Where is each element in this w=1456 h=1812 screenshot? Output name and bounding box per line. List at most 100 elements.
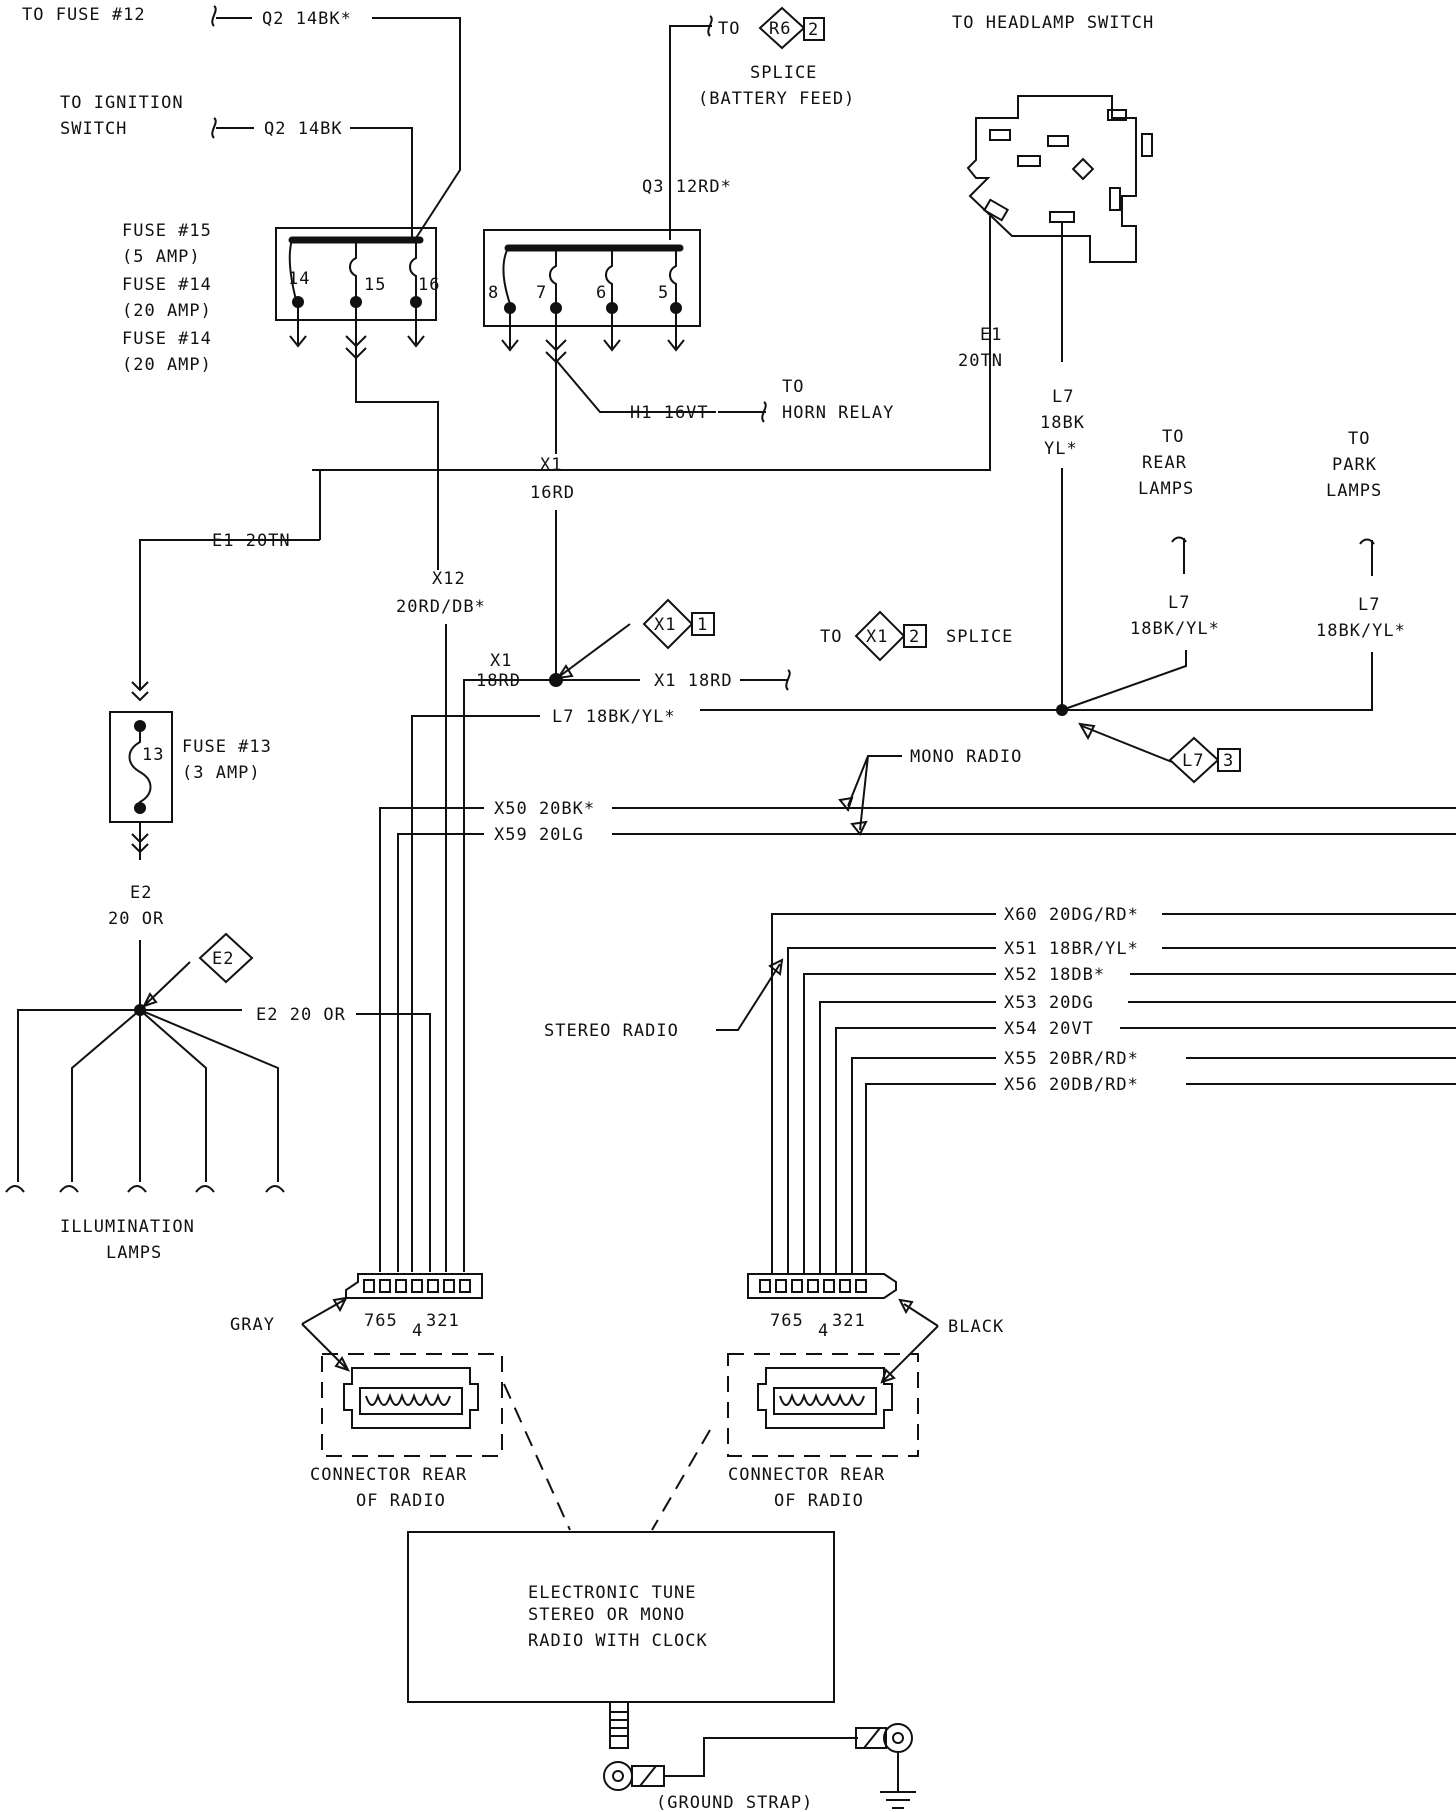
wire-x59 (397, 833, 1456, 1272)
connector-arrow-horn (718, 401, 767, 423)
connector-gray-body (345, 1273, 483, 1299)
crimp-mark (639, 1765, 657, 1787)
arrow-head (1078, 722, 1096, 741)
arrow-head (880, 1298, 914, 1384)
to-splice-label: TO (718, 19, 740, 39)
fuse-15-amp-label: (5 AMP) (122, 247, 201, 267)
to-x1-to-label: TO (820, 627, 842, 647)
l7-18bk-yl-rear-label: 18BK/YL* (1130, 619, 1220, 639)
connector-cavity (823, 1279, 835, 1293)
connector-gray-dashed-frame (321, 1353, 503, 1457)
fuse-element-15 (349, 240, 357, 302)
of-radio-label-gray: OF RADIO (356, 1491, 446, 1511)
to-x1-splice-label: SPLICE (946, 627, 1013, 647)
fuse-element-6 (605, 248, 613, 308)
wire-battery-feed (669, 15, 713, 210)
fuse-14a-label: FUSE #14 (122, 275, 212, 295)
splice-r6-pin: 2 (808, 20, 819, 40)
wire-x55 (851, 1057, 1456, 1274)
pins-765-gray: 765 (364, 1311, 398, 1331)
wire-e1-to-fuse13 (139, 539, 320, 690)
bus-link-8 (502, 247, 511, 305)
cavity-14: 14 (288, 269, 310, 289)
mono-radio-label: MONO RADIO (910, 747, 1022, 767)
switch-terminal (1141, 133, 1153, 157)
l7-park-label: L7 (1358, 595, 1380, 615)
ground-strap-eyelet-right-hole (892, 1732, 904, 1744)
ground-symbol (880, 1752, 916, 1809)
connector-black: 765 4 321 BLACK CONNECTOR REAR OF RADIO (727, 1273, 1003, 1511)
headlamp-switch (320, 95, 1153, 471)
wire-x52 (803, 973, 1456, 1274)
crimp-mark (863, 1727, 881, 1749)
ignition-switch-label: SWITCH (60, 119, 127, 139)
fuse13-number: 13 (142, 745, 164, 765)
ground-stud (609, 1701, 629, 1749)
ground-strap-eyelet-left-hole (612, 1770, 624, 1782)
fuse-element-7 (549, 248, 557, 308)
connector-arrow-fuse12 (211, 5, 252, 27)
wire-x56 (865, 1083, 1456, 1274)
connector-arrow-park (1359, 538, 1375, 576)
pins-321-gray: 321 (426, 1311, 460, 1331)
stereo-radio-label: STEREO RADIO (544, 1021, 679, 1041)
cavity-6: 6 (596, 283, 607, 303)
battery-feed-label: (BATTERY FEED) (698, 89, 855, 109)
connector-gray-housing (343, 1367, 479, 1429)
switch-terminal (1017, 155, 1041, 167)
pin-4-black: 4 (818, 1321, 829, 1341)
connector-cavity (775, 1279, 787, 1293)
to-rear-label: TO (1162, 427, 1184, 447)
radio-unit: ELECTRONIC TUNE STEREO OR MONO RADIO WIT… (407, 1383, 916, 1812)
x12-wire-label: X12 (432, 569, 466, 589)
splice-r6-id: R6 (769, 19, 791, 39)
x12-20rd-db-label: 20RD/DB* (396, 597, 486, 617)
wire-e1-join (312, 469, 321, 540)
wire-e1-20tn (320, 216, 991, 471)
switch-terminal (1049, 211, 1075, 223)
stereo-wiring: X60 20DG/RD* X51 18BR/YL* X52 18DB* X53 … (544, 905, 1456, 1274)
connector-cavity (791, 1279, 803, 1293)
e1-20tn-label: 20TN (958, 351, 1003, 371)
horn-relay-label: HORN RELAY (782, 403, 894, 423)
cavity-7: 7 (536, 283, 547, 303)
to-ignition-label: TO IGNITION (60, 93, 184, 113)
e2-20-or-label: 20 OR (108, 909, 164, 929)
to-x1-pin: 2 (909, 627, 920, 647)
switch-terminal (1047, 135, 1069, 147)
switch-terminal (1071, 157, 1095, 181)
radio-label-line2: STEREO OR MONO (528, 1605, 685, 1625)
wire-x60 (771, 913, 1456, 1274)
x53-label: X53 20DG (1004, 993, 1094, 1013)
x55-label: X55 20BR/RD* (1004, 1049, 1139, 1069)
x52-label: X52 18DB* (1004, 965, 1105, 985)
e2-wire-label: E2 (130, 883, 152, 903)
wire-l7-to-connector (411, 715, 540, 1272)
wire-h1-16vt (555, 359, 716, 413)
wire-x50 (379, 807, 1456, 1272)
connector-cavity (839, 1279, 851, 1293)
l7-18bk-yl-park-label: 18BK/YL* (1316, 621, 1406, 641)
e1-wire-label: E1 (980, 325, 1002, 345)
wire-e2-horizontal (140, 1009, 431, 1272)
gray-label: GRAY (230, 1315, 275, 1335)
ground-stud-threads (610, 1711, 628, 1737)
connector-cavity (759, 1279, 771, 1293)
wire-q2-ignition (350, 127, 413, 238)
connector-rear-label-black: CONNECTOR REAR (728, 1465, 885, 1485)
illumination-lamps-label: LAMPS (106, 1243, 162, 1263)
wire-l7-park (1062, 652, 1373, 711)
radio-dashed-links (503, 1383, 711, 1531)
l7-18bk-yl-label: L7 18BK/YL* (552, 707, 676, 727)
to-horn-label: TO (782, 377, 804, 397)
fuse13-amp-label: (3 AMP) (182, 763, 261, 783)
x1-18rd-label: X1 18RD (654, 671, 733, 691)
x50-label: X50 20BK* (494, 799, 595, 819)
connector-cavity (395, 1279, 407, 1293)
connector-cavity (855, 1279, 867, 1293)
ground-strap-eyelet-left (603, 1761, 633, 1791)
radio-label-line3: RADIO WITH CLOCK (528, 1631, 708, 1651)
splice-e2-diamond (198, 932, 254, 984)
ground-strap-wire (664, 1737, 858, 1777)
l7-yl-label: YL* (1044, 439, 1078, 459)
